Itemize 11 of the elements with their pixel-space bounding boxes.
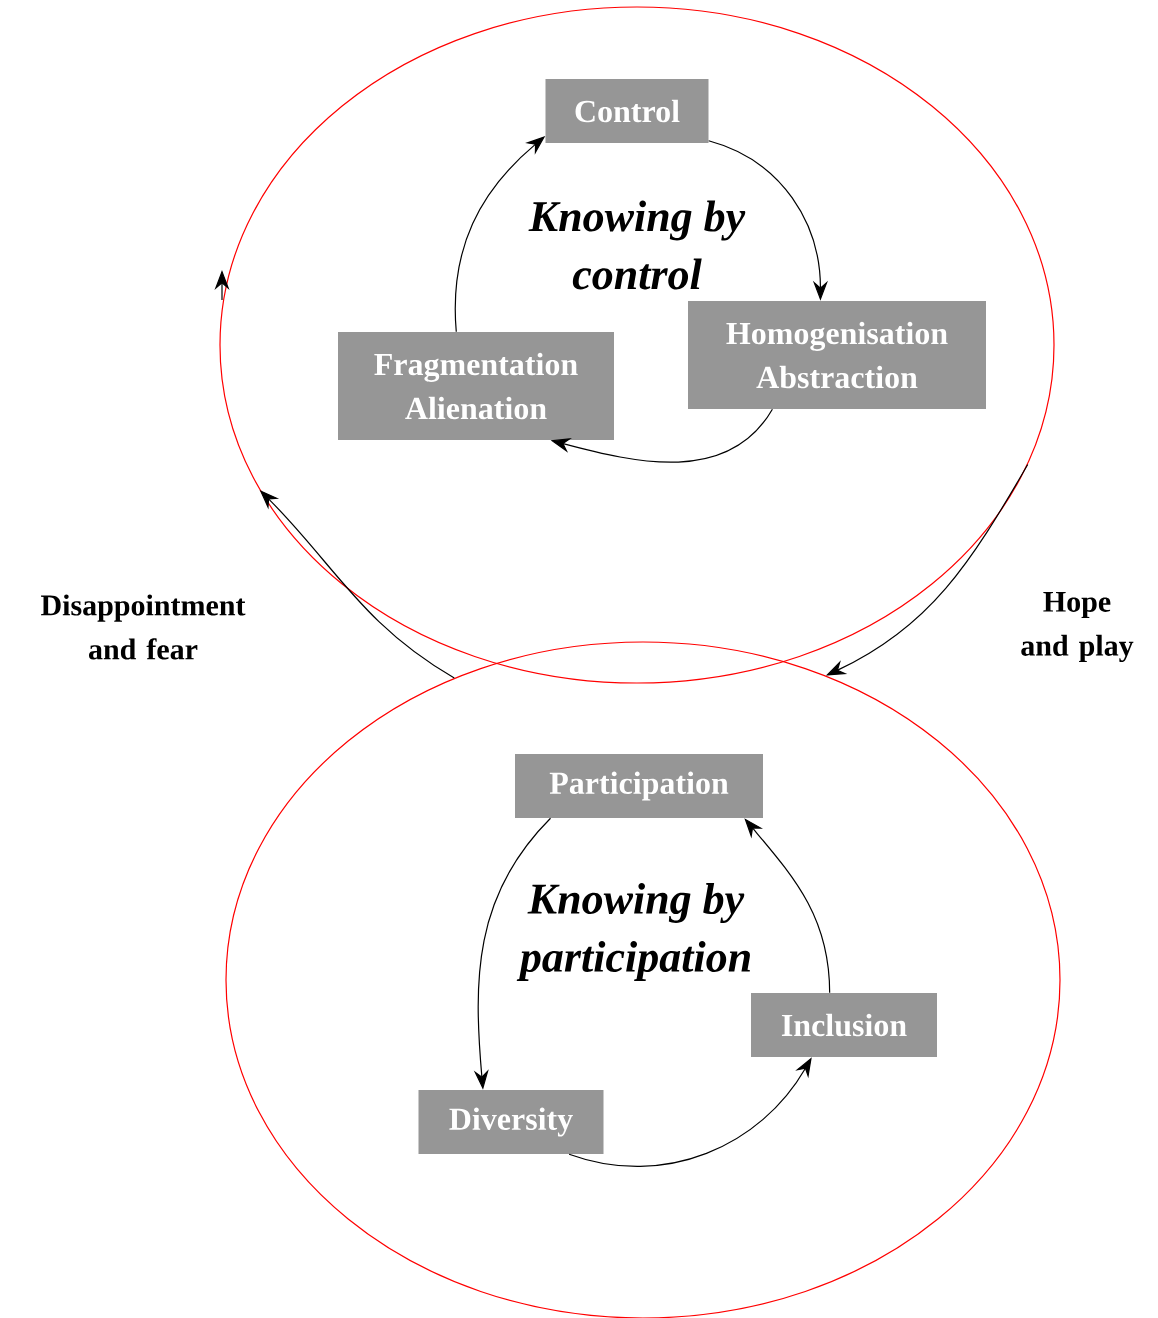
process-box: Inclusion (751, 993, 937, 1057)
arrow (744, 818, 831, 994)
side-label: Hope and play (1021, 591, 1134, 663)
process-box: Diversity (418, 1090, 604, 1154)
side-label: Disappointment and fear (41, 594, 246, 660)
cycle-title: Knowing by control (528, 200, 746, 290)
cycle-title: Knowing by participation (516, 883, 750, 981)
process-box: Homogenisation Abstraction (688, 301, 986, 409)
process-box: Control (545, 79, 709, 143)
process-box: Participation (515, 754, 763, 818)
process-box: Fragmentation Alienation (338, 332, 614, 440)
